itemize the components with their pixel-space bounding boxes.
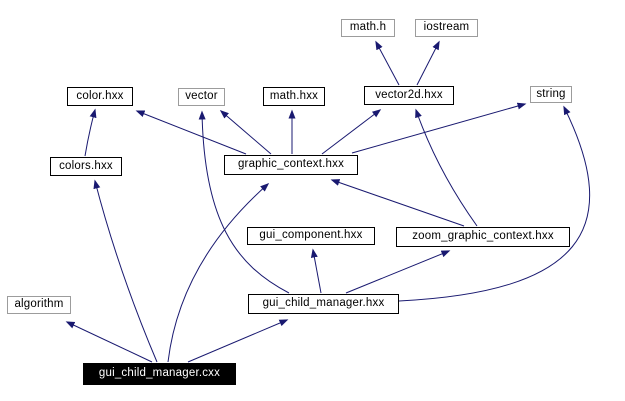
node-string: string [530, 86, 572, 103]
edge-gui_child_manager_cxx-graphic_context_hxx [167, 183, 270, 363]
edge-graphic_context_hxx-vector2d_hxx [321, 109, 382, 155]
node-vector2d_hxx[interactable]: vector2d.hxx [364, 86, 454, 105]
node-gui_component_hxx[interactable]: gui_component.hxx [247, 227, 375, 245]
node-label-iostream: iostream [423, 21, 470, 34]
edge-gui_child_manager_hxx-vector [198, 110, 290, 294]
node-algorithm: algorithm [7, 296, 71, 314]
node-label-math_h: math.h [349, 21, 387, 34]
node-gui_child_manager_hxx[interactable]: gui_child_manager.hxx [248, 294, 399, 314]
node-label-algorithm: algorithm [14, 298, 64, 311]
node-label-zoom_graphic_context_hxx: zoom_graphic_context.hxx [412, 230, 554, 243]
node-label-string: string [536, 87, 566, 100]
node-gui_child_manager_cxx: gui_child_manager.cxx [83, 363, 236, 385]
node-label-gui_component_hxx: gui_component.hxx [259, 229, 363, 242]
edge-gui_child_manager_cxx-algorithm [65, 321, 153, 363]
edge-gui_child_manager_cxx-colors_hxx [93, 179, 158, 363]
edge-gui_child_manager_hxx-zoom_graphic_context_hxx [345, 250, 451, 294]
edge-gui_child_manager_cxx-gui_child_manager_hxx [187, 319, 289, 363]
node-label-color_hxx: color.hxx [76, 89, 124, 102]
edge-graphic_context_hxx-color_hxx [135, 110, 247, 155]
node-math_h: math.h [341, 19, 395, 37]
edge-graphic_context_hxx-vector [219, 110, 272, 155]
node-label-math_hxx: math.hxx [269, 89, 319, 102]
edge-vector2d_hxx-iostream [416, 40, 440, 86]
node-vector: vector [178, 88, 225, 106]
edge-graphic_context_hxx-string [351, 102, 527, 154]
node-colors_hxx[interactable]: colors.hxx [50, 157, 122, 176]
edge-zoom_graphic_context_hxx-vector2d_hxx [415, 108, 478, 227]
edge-zoom_graphic_context_hxx-graphic_context_hxx [330, 179, 465, 227]
node-label-vector2d_hxx: vector2d.hxx [375, 88, 443, 101]
edge-gui_child_manager_hxx-gui_component_hxx [310, 248, 322, 294]
edges-group [65, 40, 590, 363]
node-label-gui_child_manager_hxx: gui_child_manager.hxx [262, 297, 385, 310]
node-label-vector: vector [185, 90, 218, 103]
node-label-gui_child_manager_cxx: gui_child_manager.cxx [98, 367, 221, 380]
node-zoom_graphic_context_hxx[interactable]: zoom_graphic_context.hxx [396, 227, 570, 247]
edge-colors_hxx-color_hxx [84, 108, 97, 157]
edge-gui_child_manager_hxx-string [398, 105, 590, 302]
node-iostream: iostream [415, 19, 478, 37]
edge-vector2d_hxx-math_h [375, 40, 400, 86]
node-color_hxx[interactable]: color.hxx [67, 87, 133, 106]
node-label-colors_hxx: colors.hxx [59, 159, 113, 172]
node-graphic_context_hxx[interactable]: graphic_context.hxx [224, 155, 358, 175]
node-label-graphic_context_hxx: graphic_context.hxx [237, 158, 345, 171]
node-math_hxx[interactable]: math.hxx [263, 87, 325, 106]
